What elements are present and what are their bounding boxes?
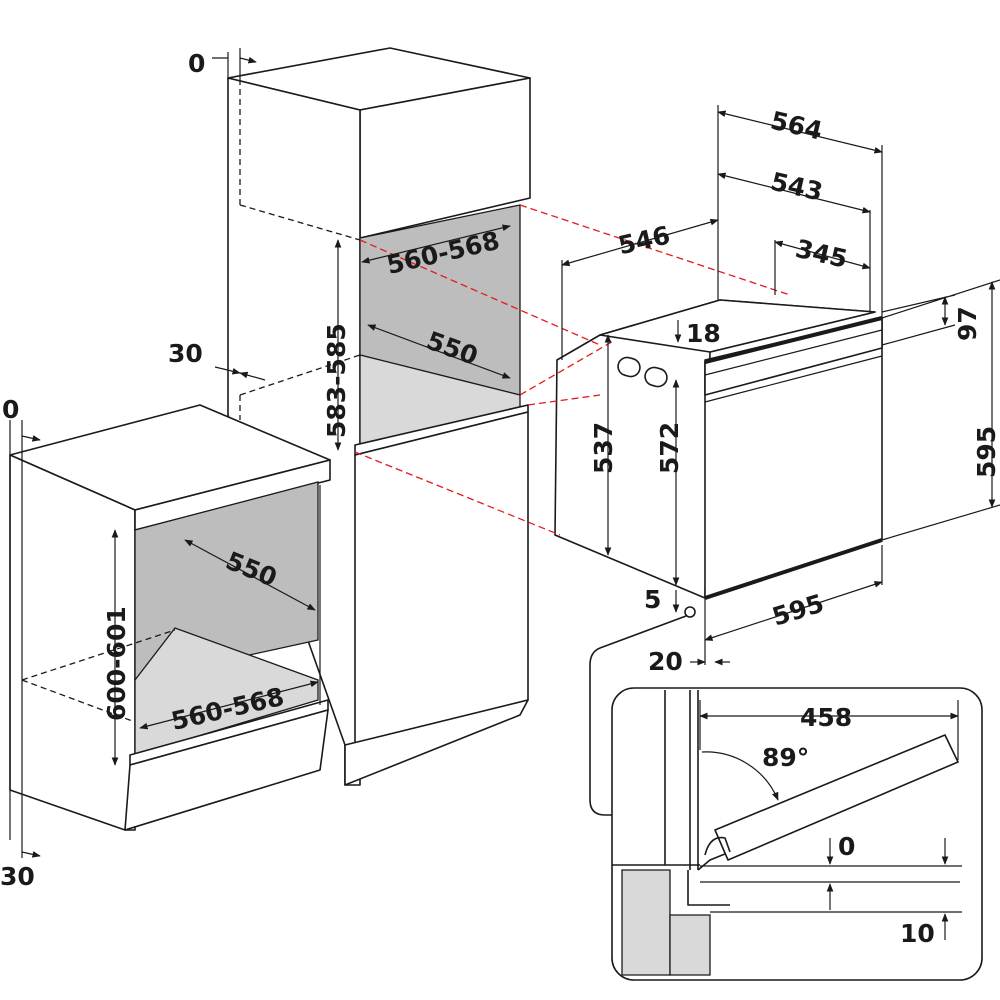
label-oven-depth-rear: 345	[793, 234, 850, 274]
label-low-bottom-gap: 30	[0, 862, 35, 891]
label-col-top-gap: 0	[188, 49, 205, 78]
oven	[554, 299, 883, 600]
label-oven-body-height: 572	[655, 422, 684, 474]
label-oven-top-offset: 18	[686, 319, 721, 348]
base-cabinet	[9, 404, 331, 831]
column-plinth	[344, 699, 529, 786]
label-oven-depth-body: 543	[768, 167, 825, 207]
detail-door	[714, 734, 959, 861]
label-oven-depth-side: 546	[615, 220, 672, 260]
oven-top-trim	[704, 316, 883, 364]
label-door-gap-bottom: 10	[900, 919, 935, 948]
vent-slot	[644, 366, 668, 388]
detail-callout-point	[684, 606, 696, 618]
vent-slot	[617, 356, 641, 378]
base-top-front	[134, 459, 331, 531]
label-oven-front-offset: 20	[648, 647, 683, 676]
label-oven-width: 595	[769, 589, 827, 632]
label-door-open-length: 458	[800, 703, 852, 732]
label-door-gap-top: 0	[838, 832, 855, 861]
label-door-angle: 89°	[762, 743, 809, 772]
dimension-lines	[9, 48, 1000, 858]
label-low-top-gap: 0	[2, 395, 19, 424]
label-oven-bottom-offset: 5	[644, 585, 661, 614]
label-oven-panel-height: 97	[953, 306, 982, 341]
label-col-side-gap: 30	[168, 339, 203, 368]
column-hidden-edges	[239, 80, 361, 420]
angle-arc	[701, 751, 779, 801]
label-oven-depth-total: 564	[768, 106, 825, 146]
door-detail-inset	[589, 606, 983, 981]
callout-leader	[589, 615, 687, 816]
oven-panel-lines	[704, 329, 883, 403]
label-low-niche-height: 600-601	[102, 606, 131, 721]
oven-body-top	[599, 299, 876, 353]
label-oven-total-height: 595	[972, 426, 1000, 478]
label-oven-body-height-side: 537	[589, 422, 618, 474]
label-col-niche-height: 583-585	[322, 323, 351, 438]
